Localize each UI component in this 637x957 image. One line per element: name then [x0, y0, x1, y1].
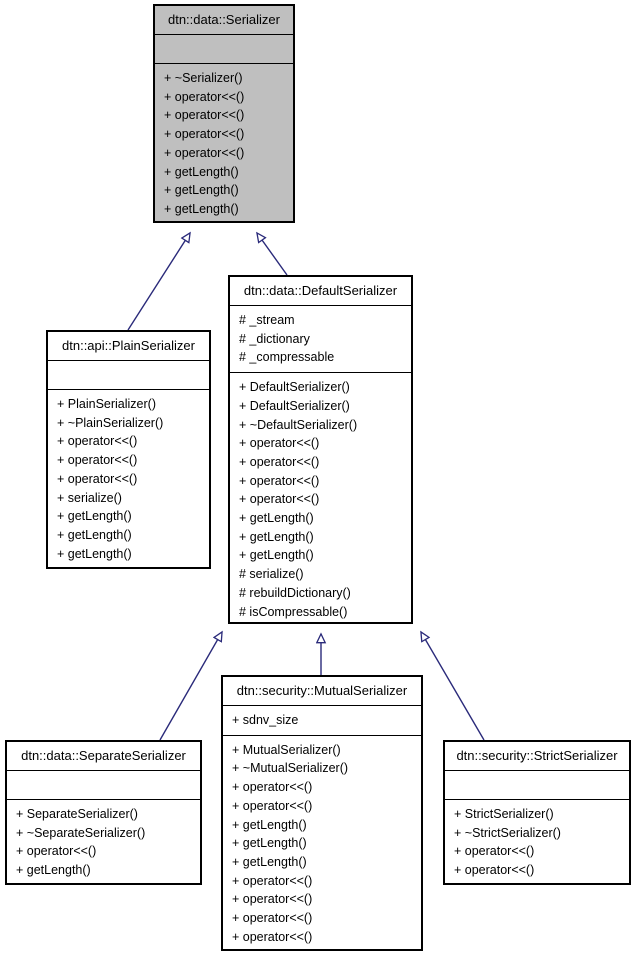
class-member: + getLength()	[164, 183, 239, 198]
class-box-defaultserializer[interactable]: dtn::data::DefaultSerializer # _stream #…	[228, 275, 413, 626]
class-box-plainserializer[interactable]: dtn::api::PlainSerializer + PlainSeriali…	[46, 330, 211, 569]
edge-strictserializer-to-defaultserializer	[421, 632, 485, 741]
class-attributes-defaultserializer: # _stream # _dictionary # _compressable	[230, 306, 411, 374]
class-attributes-plainserializer	[48, 361, 209, 390]
class-member: + ~Serializer()	[164, 71, 243, 85]
class-member: + getLength()	[164, 201, 239, 216]
class-title-plainserializer: dtn::api::PlainSerializer	[48, 332, 209, 361]
class-member: # serialize()	[239, 567, 304, 582]
class-member: + operator<<()	[239, 454, 320, 469]
class-member: + getLength()	[232, 836, 307, 851]
class-title-serializer: dtn::data::Serializer	[155, 6, 293, 35]
class-member: # _compressable	[239, 350, 335, 365]
class-member: + getLength()	[164, 164, 239, 179]
class-methods-serializer: + ~Serializer() + operator<<() + operato…	[155, 64, 293, 224]
class-methods-defaultserializer: + DefaultSerializer() + DefaultSerialize…	[230, 373, 411, 626]
class-box-serializer[interactable]: dtn::data::Serializer + ~Serializer() + …	[153, 4, 295, 224]
class-member: + operator<<()	[232, 873, 313, 888]
class-member: + operator<<()	[239, 492, 320, 507]
class-member: + ~StrictSerializer()	[454, 825, 561, 840]
class-member: + ~MutualSerializer()	[232, 761, 349, 776]
class-title-separateserializer: dtn::data::SeparateSerializer	[7, 742, 200, 771]
class-member: + DefaultSerializer()	[239, 380, 350, 395]
class-member: + ~PlainSerializer()	[57, 415, 164, 430]
class-member: + ~DefaultSerializer()	[239, 417, 358, 432]
class-member: + StrictSerializer()	[454, 807, 554, 821]
class-member: + operator<<()	[164, 127, 245, 142]
class-member: + PlainSerializer()	[57, 397, 156, 411]
edge-defaultserializer-to-serializer	[257, 233, 288, 276]
class-methods-plainserializer: + PlainSerializer() + ~PlainSerializer()…	[48, 390, 209, 568]
class-attributes-serializer	[155, 35, 293, 64]
class-member: + operator<<()	[454, 863, 535, 878]
class-member: + operator<<()	[16, 844, 97, 859]
class-member: + operator<<()	[164, 108, 245, 123]
class-box-mutualserializer[interactable]: dtn::security::MutualSerializer + sdnv_s…	[221, 675, 423, 952]
class-member: # rebuildDictionary()	[239, 585, 351, 600]
class-member: + operator<<()	[454, 844, 535, 859]
class-member: + operator<<()	[232, 798, 313, 813]
edge-separateserializer-to-defaultserializer	[159, 632, 222, 741]
class-box-strictserializer[interactable]: dtn::security::StrictSerializer + Strict…	[443, 740, 631, 885]
class-member: + getLength()	[232, 817, 307, 832]
class-member: # _stream	[239, 313, 295, 327]
class-member: + operator<<()	[239, 473, 320, 488]
class-member: + getLength()	[232, 854, 307, 869]
class-title-defaultserializer: dtn::data::DefaultSerializer	[230, 277, 411, 306]
class-member: + DefaultSerializer()	[239, 398, 350, 413]
class-member: + operator<<()	[164, 145, 245, 160]
edge-plainserializer-to-serializer	[127, 233, 190, 331]
class-member: + operator<<()	[57, 453, 138, 468]
class-member: + operator<<()	[232, 911, 313, 926]
class-member: + getLength()	[57, 509, 132, 524]
class-methods-separateserializer: + SeparateSerializer() + ~SeparateSerial…	[7, 800, 200, 885]
class-member: + MutualSerializer()	[232, 742, 341, 757]
class-member: + serialize()	[57, 490, 122, 505]
class-member: + operator<<()	[57, 434, 138, 449]
class-member: + getLength()	[239, 511, 314, 526]
class-attributes-strictserializer	[445, 771, 629, 800]
class-member: + getLength()	[57, 546, 132, 561]
class-attributes-separateserializer	[7, 771, 200, 800]
class-member: + SeparateSerializer()	[16, 807, 138, 821]
class-member: + operator<<()	[232, 929, 313, 944]
class-methods-mutualserializer: + MutualSerializer() + ~MutualSerializer…	[223, 736, 421, 952]
class-member: + getLength()	[16, 863, 91, 878]
class-member: + operator<<()	[239, 436, 320, 451]
class-member: + getLength()	[239, 529, 314, 544]
class-member: + ~SeparateSerializer()	[16, 825, 146, 840]
class-member: + sdnv_size	[232, 713, 299, 727]
class-title-mutualserializer: dtn::security::MutualSerializer	[223, 677, 421, 706]
class-member: + operator<<()	[57, 471, 138, 486]
class-member: + operator<<()	[232, 780, 313, 795]
class-member: # isCompressable()	[239, 604, 348, 619]
class-member: + getLength()	[57, 527, 132, 542]
class-member: + operator<<()	[164, 89, 245, 104]
class-member: + getLength()	[239, 548, 314, 563]
class-title-strictserializer: dtn::security::StrictSerializer	[445, 742, 629, 771]
class-attributes-mutualserializer: + sdnv_size	[223, 706, 421, 736]
class-box-separateserializer[interactable]: dtn::data::SeparateSerializer + Separate…	[5, 740, 202, 885]
class-methods-strictserializer: + StrictSerializer() + ~StrictSerializer…	[445, 800, 629, 885]
class-member: # _dictionary	[239, 331, 310, 346]
class-member: + operator<<()	[232, 892, 313, 907]
